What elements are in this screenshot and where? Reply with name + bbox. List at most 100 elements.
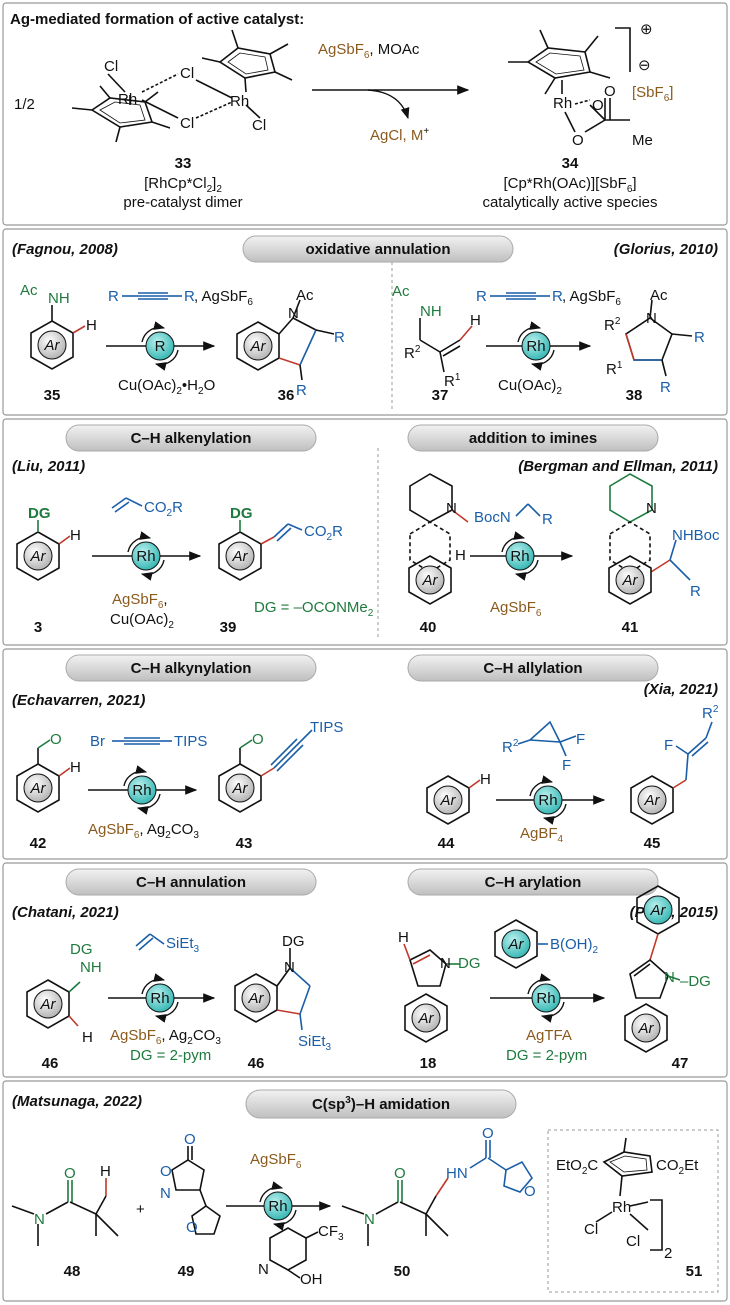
ar-label: Ar [418,1010,435,1027]
ref-echavarren: (Echavarren, 2021) [12,692,145,709]
compound-40-label: 40 [420,619,437,636]
atom-r2: R2 [404,344,421,362]
ref-xia: (Xia, 2021) [644,681,718,698]
atom-o: O [186,1219,198,1236]
atom-cl: Cl [252,117,266,134]
bonds-47 [629,933,681,999]
atom-cl: Cl [626,1233,640,1250]
rh-label: Rh [536,990,555,1007]
bonds-36 [278,299,335,381]
atom-n: N [364,1211,375,1228]
alkyne [112,737,172,745]
reagent-top: AgSbF6, MOAc [318,41,420,61]
bonds-40 [409,473,469,573]
atom-f: F [576,731,585,748]
rh-label: Rh [538,792,557,809]
reagent-below: Cu(OAc)2 [498,377,562,397]
bonds-46a [68,981,81,1027]
compound-49-label: 49 [178,1263,195,1280]
atom-o: O [592,97,604,114]
rh-label: Rh [510,548,529,565]
panel1-title: Ag-mediated formation of active catalyst… [10,11,304,28]
cyclopropane [517,720,577,757]
charge-plus: ⊕ [640,21,653,38]
byproduct-text: AgCl, M+ [370,126,429,144]
bonds-3 [37,520,71,545]
compound-33-desc: pre-catalyst dimer [123,194,242,211]
atom-nh: NH [48,290,70,307]
imine-reagent: BocN [474,509,511,526]
atom-r2: R2 [702,704,719,722]
ar-label: Ar [40,996,57,1013]
ar-label: Ar [248,990,265,1007]
compound-35-label: 35 [44,387,61,404]
cf3: CF3 [318,1223,344,1243]
rh-label: Rh [136,548,155,565]
panel-annulation-arylation [2,862,728,1078]
atom-f: F [562,757,571,774]
svg-text:C–H allylation: C–H allylation [483,660,582,677]
co2et: CO2Et [656,1157,699,1177]
atom-cl: Cl [180,115,194,132]
atom-nh: NH [420,303,442,320]
atom-dg: DG [458,955,481,972]
atom-h: H [480,771,491,788]
ar-label: Ar [650,902,667,919]
atom-cl: Cl [584,1221,598,1238]
compound-37-label: 37 [432,387,449,404]
atom-r: R [542,511,553,528]
dg-definition: DG = 2-pym [506,1047,587,1064]
atom-ac: Ac [650,287,668,304]
ar-label: Ar [622,572,639,589]
reagent-below2: Cu(OAc)2 [110,611,174,631]
reagent-below: AgBF4 [520,825,564,845]
compound-38-label: 38 [626,387,643,404]
byproduct-arrow [367,89,410,120]
atom-h: H [100,1163,111,1180]
atom-o: O [524,1183,536,1200]
atom-nh: NH [80,959,102,976]
atom-r2: R2 [604,316,621,334]
dg-definition: DG = 2-pym [130,1047,211,1064]
compound-39-label: 39 [220,619,237,636]
bonds-43 [239,729,313,777]
atom-ac: Ac [20,282,38,299]
stoich-half: 1/2 [14,96,35,113]
atom-rh: Rh [118,91,137,108]
rh-label: Rh [526,338,545,355]
compound-3-label: 3 [34,619,42,636]
dg-definition: DG = –OCONMe2 [254,599,374,619]
ar-label: Ar [232,548,249,565]
compound-47-label: 47 [672,1055,689,1072]
co2r: CO2R [144,499,183,519]
imine-bond [515,503,541,517]
panel-alkynylation-allylation [2,648,728,860]
atom-rh: Rh [553,95,572,112]
atom-n: N [446,500,457,517]
compound-34-structure [508,27,631,133]
reagent-below: AgSbF6 [490,599,542,619]
atom-me: Me [632,132,653,149]
charge-minus: ⊖ [638,57,651,74]
compound-48-label: 48 [64,1263,81,1280]
plus-sign: + [136,1201,145,1218]
atom-o: O [604,83,616,100]
bonds-18 [403,943,460,987]
acrylate [111,497,143,513]
bonds-39 [239,520,303,545]
co2r: CO2R [304,523,343,543]
bonds-38 [625,299,693,377]
compound-33-name: [RhCp*Cl2]2 [144,175,222,195]
ar-label: Ar [44,337,61,354]
rh-label: R [155,338,166,355]
atom-dg: DG [28,505,51,522]
atom-o: O [482,1125,494,1142]
ref-fagnou: (Fagnou, 2008) [12,241,118,258]
eto2c: EtO2C [556,1157,598,1177]
pill-amidation: C(sp3)–H amidation [245,1089,517,1119]
compound-50-label: 50 [394,1263,411,1280]
ref-glorius: (Glorius, 2010) [614,241,718,258]
atom-rh: Rh [612,1199,631,1216]
svg-text:C–H arylation: C–H arylation [485,874,582,891]
